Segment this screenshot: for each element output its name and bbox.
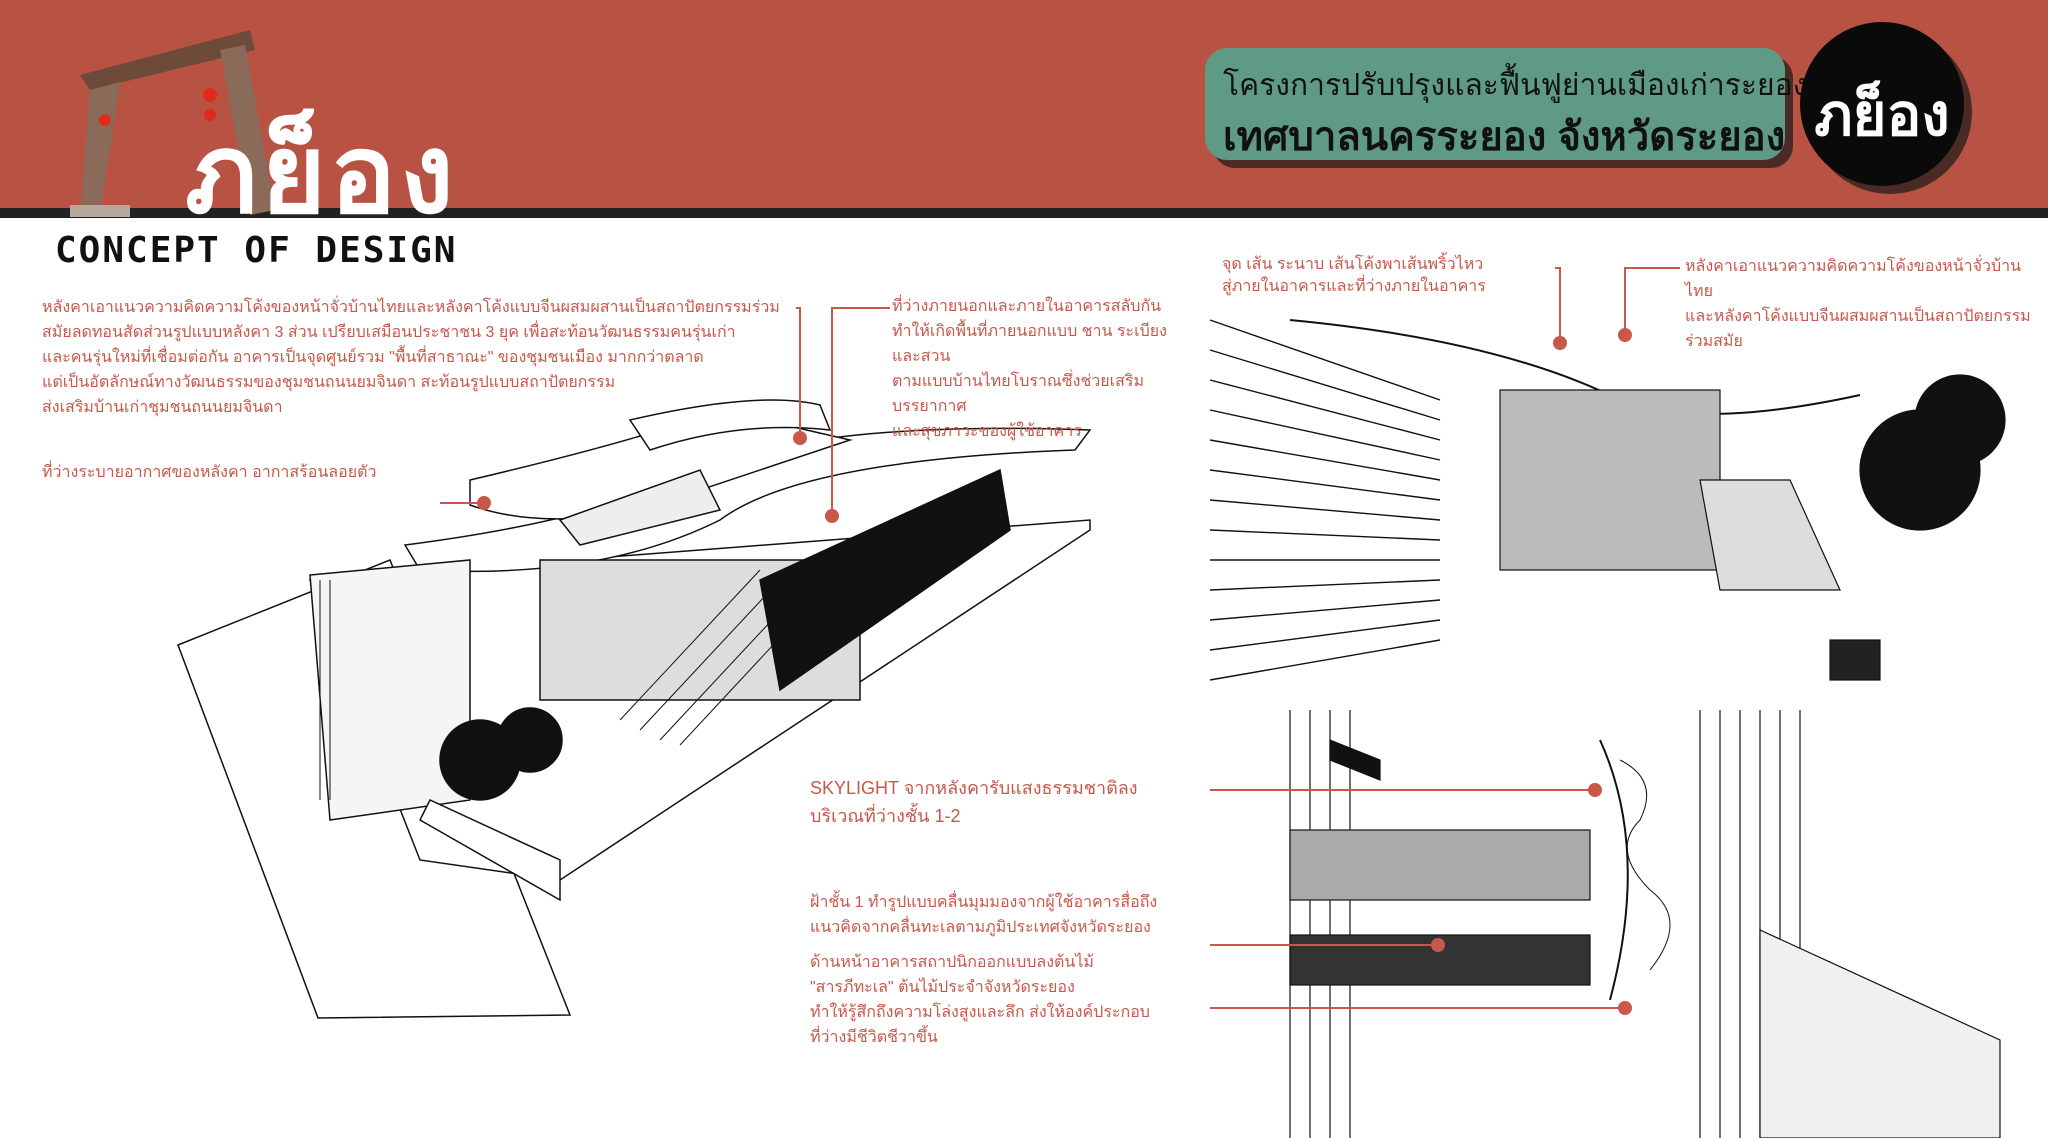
project-logo: ภย็อง [185,113,458,236]
concept-title: CONCEPT OF DESIGN [55,230,458,271]
interior-perspective-bottom [1289,710,2001,1138]
note-skylight: SKYLIGHT จากหลังคารับแสงธรรมชาติลง บริเว… [810,774,1205,830]
axonometric-building [177,399,1092,1019]
note-line: ร่วมสมัย [1685,333,1743,350]
note-front-tree: ด้านหน้าอาคารสถาปนิกออกแบบลงต้นไม้ "สารภ… [810,950,1205,1050]
note-curve-lines: จุด เส้น ระนาบ เส้นโค้งพาเส้นพริ้วไหว สู… [1222,254,1552,298]
note-line: SKYLIGHT จากหลังคารับแสงธรรมชาติลง [810,778,1138,798]
note-line: และหลังคาโค้งแบบจีนผสมผสานเป็นสถาปัตยกรร… [1685,308,2031,325]
left-notes: หลังคาเอาแนวความคิดความโค้งของหน้าจั่วบ้… [42,295,792,485]
note-line: ด้านหน้าอาคารสถาปนิกออกแบบลงต้นไม้ [810,954,1094,971]
project-title-line1: โครงการปรับปรุงและฟื้นฟูย่านเมืองเก่าระย… [1223,69,1808,102]
note-line: ฝ้าชั้น 1 ทำรูปแบบคลื่นมุมมองจากผู้ใช้อา… [810,894,1158,911]
note-line: บริเวณที่ว่างชั้น 1-2 [810,806,961,826]
callout-lines [440,267,1680,1009]
header-divider [0,208,2048,218]
note-line: "สารภีทะเล" ต้นไม้ประจำจังหวัดระยอง [810,979,1075,996]
note-line: แนวคิดจากคลื่นทะเลตามภูมิประเทศจังหวัดระ… [810,919,1151,936]
note-line: และคนรุ่นใหม่ที่เชื่อมต่อกัน อาคารเป็นจุ… [42,349,704,366]
logo-badge: ภย็อง [1800,22,1964,186]
note-roof-concept: หลังคาเอาแนวความคิดความโค้งของหน้าจั่วบ้… [42,295,792,420]
bottom-notes: SKYLIGHT จากหลังคารับแสงธรรมชาติลง บริเว… [810,774,1205,1050]
badge-text: ภย็อง [1814,83,1950,148]
note-line: หลังคาเอาแนวความคิดความโค้งของหน้าจั่วบ้… [1685,258,2022,300]
note-line: ที่ว่างภายนอกและภายในอาคารสลับกัน [892,298,1162,315]
note-roof-ventilation: ที่ว่างระบายอากาศของหลังคา อากาสร้อนลอยต… [42,460,792,485]
project-title-box: โครงการปรับปรุงและฟื้นฟูย่านเมืองเก่าระย… [1205,48,1807,160]
note-line: หลังคาเอาแนวความคิดความโค้งของหน้าจั่วบ้… [42,299,780,316]
note-roof-curve-right: หลังคาเอาแนวความคิดความโค้งของหน้าจั่วบ้… [1685,254,2040,354]
note-line: จุด เส้น ระนาบ เส้นโค้งพาเส้นพริ้วไหว [1222,256,1484,273]
note-line: ทำให้เกิดพื้นที่ภายนอกแบบ ชาน ระเบียง แล… [892,323,1167,365]
note-line: แต่เป็นอัตลักษณ์ทางวัฒนธรรมของชุมชนถนนยม… [42,374,616,391]
note-line: ที่ว่างระบายอากาศของหลังคา อากาสร้อนลอยต… [42,464,377,481]
callout-dots [477,328,1632,1015]
note-line: ทำให้รู้สึกถึงความโล่งสูงและลึก ส่งให้อง… [810,1004,1150,1021]
note-line: ตามแบบบ้านไทยโบราณซึ่งช่วยเสริมบรรยากาศ [892,373,1145,415]
project-title-line2: เทศบาลนครระยอง จังหวัดระยอง [1223,115,1786,159]
note-line: ที่ว่างมีชีวิตชีวาขึ้น [810,1029,938,1046]
note-line: ส่งเสริมบ้านเก่าชุมชนถนนยมจินดา [42,399,283,416]
note-line: และสุขภาวะของผู้ใช้อาคาร [892,423,1082,440]
note-line: สู่ภายในอาคารและที่ว่างภายในอาคาร [1222,278,1486,295]
interior-perspective-top [1209,319,2006,681]
gate-photo [70,30,275,217]
note-space-alternation: ที่ว่างภายนอกและภายในอาคารสลับกัน ทำให้เ… [892,294,1197,444]
note-ceiling-wave: ฝ้าชั้น 1 ทำรูปแบบคลื่นมุมมองจากผู้ใช้อา… [810,890,1205,940]
note-line: สมัยลดทอนสัดส่วนรูปแบบหลังคา 3 ส่วน เปรี… [42,324,736,341]
